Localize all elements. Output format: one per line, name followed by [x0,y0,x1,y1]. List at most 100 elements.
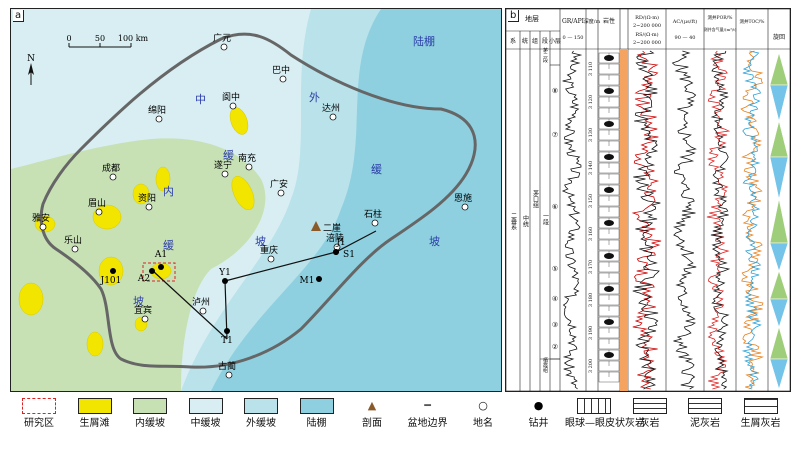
sublayer-label: ③ [552,321,558,329]
place-marker [145,203,153,211]
lithology-bed [598,305,620,317]
section-label: 二崖 [323,223,341,234]
legend: 研究区生屑滩内缓坡中缓坡外缓坡陆棚▲剖面━盆地边界○地名●钻井眼球—眼皮状灰岩灰… [10,398,790,454]
legend-item: 陆棚 [288,398,346,430]
series-label: 中统 [522,214,529,228]
member-header: 段 [542,37,548,45]
legend-label: 眼球—眼皮状灰岩 [565,418,645,429]
place-marker [109,173,117,181]
map-panel: 0 50 100 km N 陆棚 外 缓 坡 中 缓 坡 内 缓 坡 广元巴中阆… [10,8,502,392]
well-marker [149,268,155,274]
depth-header: 深度/m [584,18,601,25]
nodule-icon [604,220,614,226]
nodule-icon [604,154,614,160]
section-swatch: ▲ [367,399,377,412]
depth-label: 3 190 [588,326,594,340]
gr-curve [561,50,583,390]
nodule-icon [604,319,614,325]
paleogeography-map: 0 50 100 km N 陆棚 外 缓 坡 中 缓 坡 内 缓 坡 广元巴中阆… [11,9,501,391]
gr-header: GR/API [562,18,585,25]
legend-label: 生屑灰岩 [740,418,781,429]
well-marker [224,328,230,334]
place-label: 恩施 [454,192,472,204]
cycle-triangle [769,270,789,300]
place-label: 乐山 [64,234,82,246]
place-marker [221,170,229,178]
lithology-bed [598,63,620,75]
lithology-bed [598,96,620,108]
system-header: 系 [510,37,516,45]
legend-label: 剖面 [362,418,382,429]
place-label: 绵阳 [148,104,166,116]
legend-item: ● 钻井 [510,398,568,430]
rd-header: RD/(Ω·m) [635,14,659,21]
lithology-bed [598,316,620,328]
place-label: 石柱 [364,208,382,220]
place-marker [71,245,79,253]
legend-label: 内缓坡 [135,418,165,429]
depth-label: 3 120 [588,95,594,109]
depth-label: 3 180 [588,293,594,307]
cycle-triangle [769,156,789,200]
shelf-label-1: 陆棚 [413,34,435,48]
lithology-bed [598,294,620,306]
outer-ramp-label-1: 外 [309,91,320,104]
lithology-bed [598,206,620,218]
north-arrow: N [27,54,35,85]
place-swatch: ○ [478,399,488,412]
rd-scale: 2~200 000 [633,23,661,29]
well-marker [110,268,116,274]
outer-ramp-label-3: 坡 [429,235,440,248]
group-label: 茅口组 [532,189,539,208]
depth-label: 3 160 [588,227,594,241]
member-label-1: 一段 [542,213,549,226]
place-label: 重庆 [260,244,278,256]
place-marker [225,371,233,379]
place-label: 广安 [270,178,288,190]
strata-header: 地层 [525,14,539,23]
legend-label: 盆地边界 [407,418,448,429]
panel-a-tag: a [13,10,25,22]
north-label: N [27,54,35,64]
rs-scale: 2~200 000 [633,40,661,46]
cycle-triangle [769,298,789,328]
member-label-2: 茅二段 [542,47,548,64]
legend-label: 泥灰岩 [690,418,720,429]
toc-header: 测井TOC/% [740,18,766,25]
middle-ramp-label-1: 中 [195,93,206,106]
section-line-a-t [152,270,228,340]
ac-curve [671,50,697,390]
well-label: J1 [335,238,345,248]
place-marker [229,102,237,110]
legend-label: 研究区 [24,418,54,429]
depth-label: 3 200 [588,359,594,373]
system-label: 二叠系 [510,212,517,230]
basin-boundary [39,32,477,369]
legend-item: 生屑滩 [66,398,124,430]
shelf-swatch [299,398,334,414]
toc-curve-2 [741,50,762,390]
lithology-bed [598,107,620,119]
nodule-icon [604,187,614,193]
shoal [86,331,104,357]
legend-label: 钻井 [528,418,549,429]
cycle-triangle [769,84,789,122]
well-label: M1 [300,276,315,286]
place-marker [267,255,275,263]
nodule-icon [604,55,614,61]
cycle-triangle [769,120,789,158]
lithology-bed [598,371,620,383]
rs-header: RS/(Ω·m) [635,31,658,38]
legend-item: 灰岩 [621,398,679,430]
lithology-bed [598,151,620,163]
lithology-bed [598,118,620,130]
place-marker [329,113,337,121]
lithology-bed [598,195,620,207]
sublayer-header: 小层 [549,37,561,45]
outer-ramp-label-2: 缓 [371,163,382,176]
well-swatch: ● [533,399,544,412]
place-label: 成都 [102,162,120,174]
outer-ramp-swatch [244,398,278,414]
qixia-label: 栖霞组 [542,357,548,373]
place-marker [39,223,47,231]
